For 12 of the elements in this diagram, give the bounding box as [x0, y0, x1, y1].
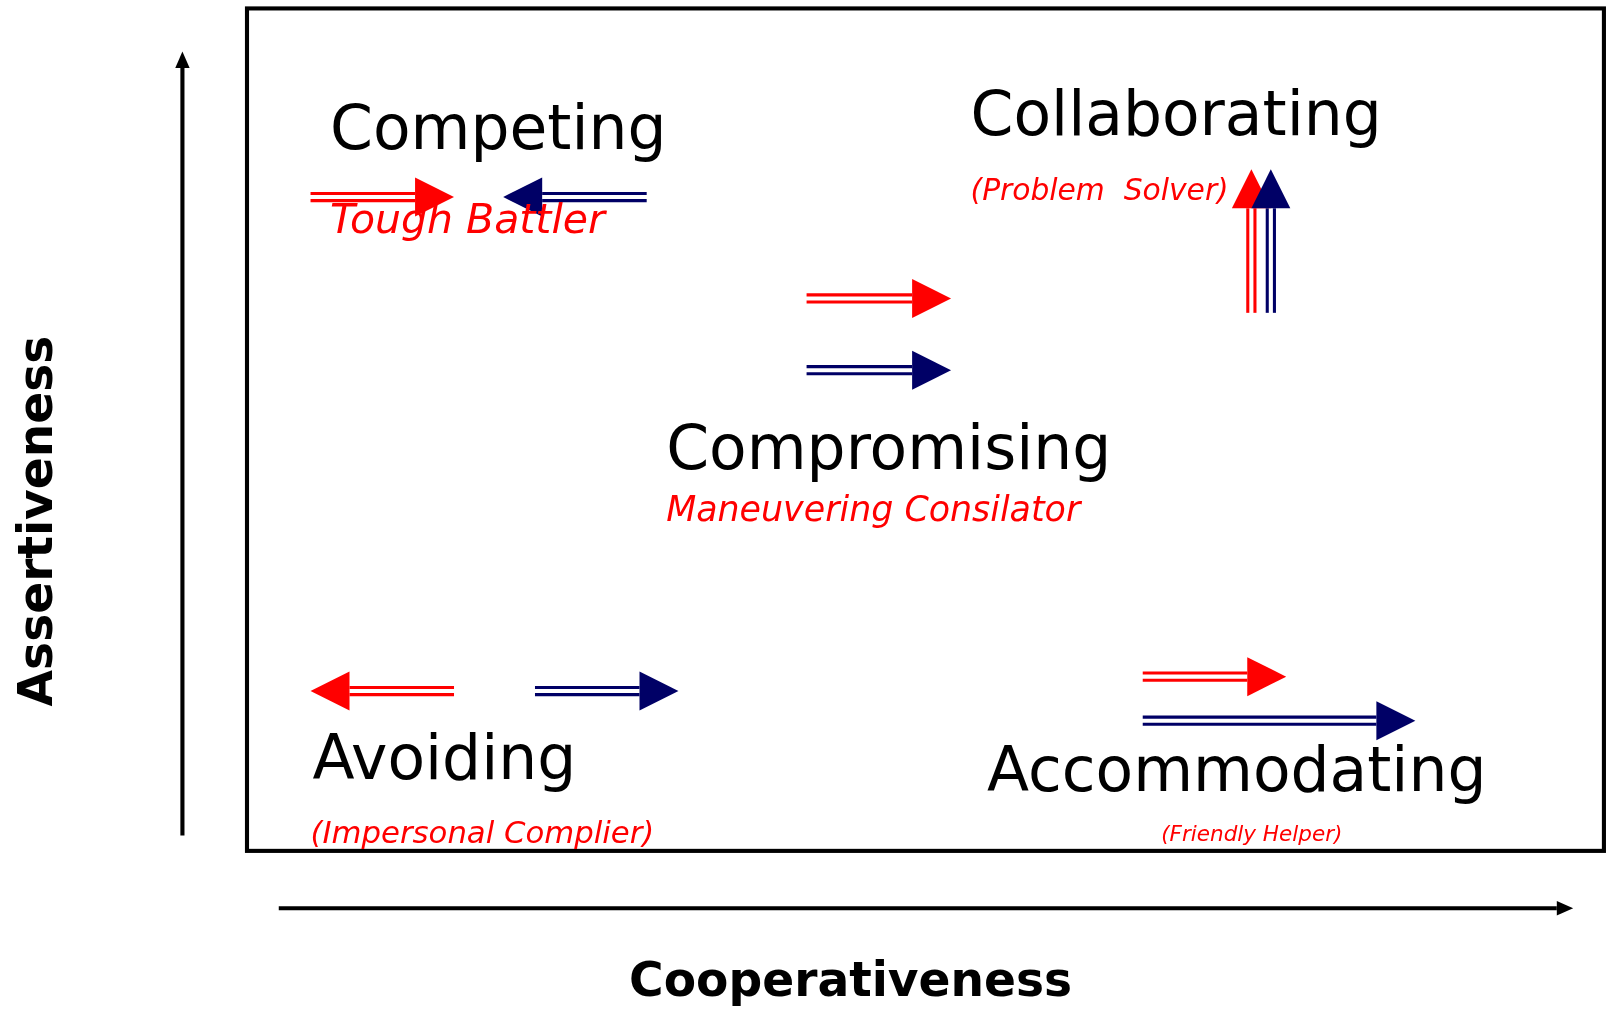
mode-label: Compromising [666, 418, 1112, 480]
mode-label: Avoiding [312, 727, 577, 790]
axis-title: Cooperativeness [629, 956, 1073, 1004]
role-label: (Friendly Helper) [1161, 822, 1343, 845]
role-label: (Problem Solver) [970, 175, 1229, 205]
axis-title: Assertiveness [12, 335, 60, 706]
role-label: Tough Battler [330, 198, 605, 240]
mode-label: Collaborating [970, 84, 1382, 146]
mode-label: Competing [330, 98, 667, 160]
role-label: (Impersonal Complier) [310, 816, 655, 848]
role-label: Maneuvering Consilator [666, 491, 1081, 527]
mode-label: Accommodating [986, 739, 1487, 802]
